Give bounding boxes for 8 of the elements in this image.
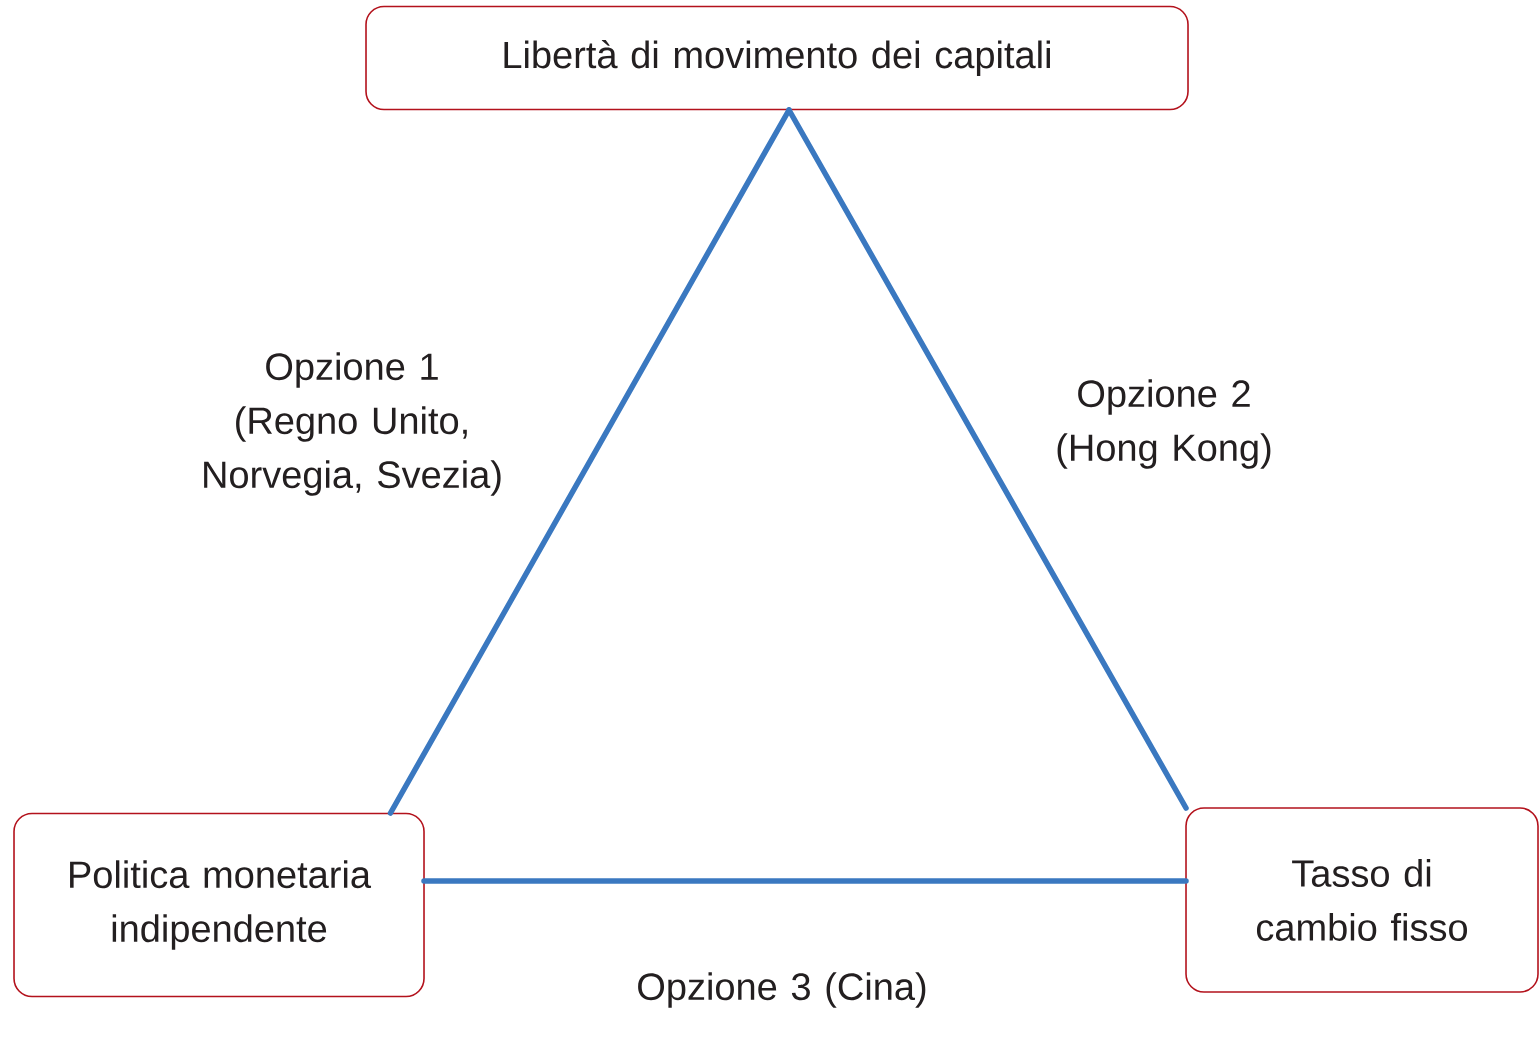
triangle-side	[421, 878, 1189, 884]
label-box: Tasso di cambio fisso	[1185, 807, 1539, 993]
edge-label: Opzione 1 (Regno Unito, Norvegia, Svezia)	[204, 352, 501, 496]
edge-label: Opzione 2 (Hong Kong)	[1057, 379, 1271, 469]
label-box: Libertà di movimento dei capitali	[365, 5, 1189, 111]
edge-label: Opzione 3 (Cina)	[638, 972, 926, 1008]
triangle-side	[786, 107, 1189, 811]
label-box: Politica monetaria indipendente	[13, 812, 425, 998]
